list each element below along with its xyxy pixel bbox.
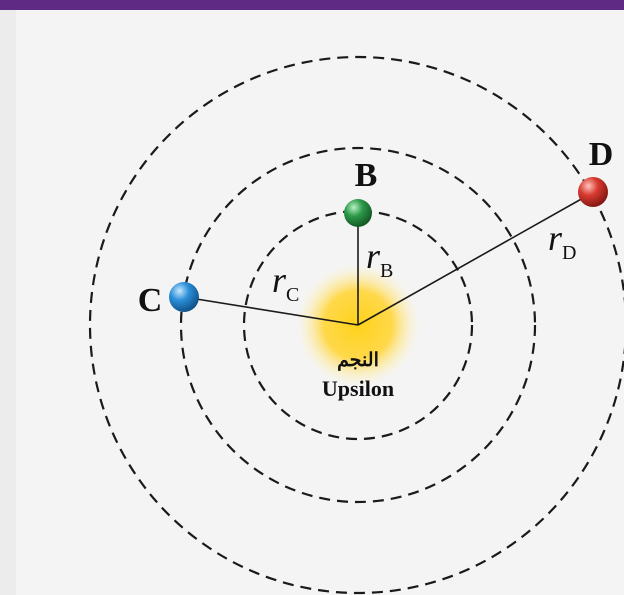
radius-c-subscript: C [286,284,299,306]
left-border [0,10,16,595]
radius-b-label: rB [366,236,393,282]
planet-b-label: B [355,157,378,194]
orbit-middle [179,146,537,504]
orbit-inner [242,209,474,441]
radius-line-c [183,296,359,326]
radius-b-symbol: r [366,236,381,276]
planet-c-label: C [138,282,163,319]
orbit-outer [88,55,624,595]
header-bar [0,0,624,10]
radius-d-symbol: r [548,218,563,258]
planet-d-icon [578,177,608,207]
planet-b-icon [344,199,372,227]
radius-d-subscript: D [562,242,576,264]
radius-c-label: rC [272,260,299,306]
radius-c-symbol: r [272,260,287,300]
star-arabic-label: النجم [337,350,379,371]
star-name-label: Upsilon [322,376,394,401]
radius-line-d [357,192,593,326]
radius-b-subscript: B [380,260,393,282]
planet-c-icon [169,282,199,312]
radius-d-label: rD [548,218,576,264]
planet-d-label: D [589,136,614,173]
